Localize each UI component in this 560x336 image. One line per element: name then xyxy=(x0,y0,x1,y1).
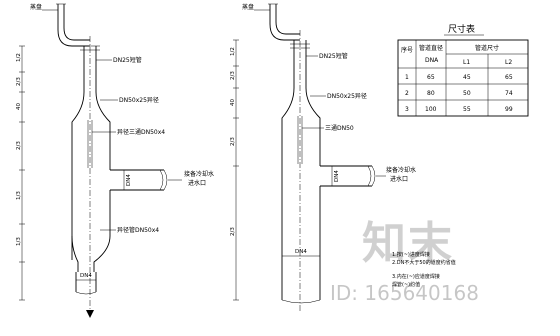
left-bottom-reducer-label: 异径管DN50x4 xyxy=(117,226,159,234)
table-cell-l2: 74 xyxy=(505,90,513,97)
table-cell-l1: 55 xyxy=(463,106,471,113)
table-cell-dn: 100 xyxy=(425,106,437,113)
left-dim-4: 2/3 xyxy=(16,141,22,150)
left-tee-label: 异径三通DN50x4 xyxy=(117,128,165,136)
table-header-dn-sub: DNA xyxy=(425,57,439,64)
right-dim-4: 2/3 xyxy=(230,137,236,146)
left-side-dim: DN4 xyxy=(126,174,132,186)
table-cell-l2: 99 xyxy=(505,106,513,113)
right-bottom-dim: DN4 xyxy=(295,249,307,255)
table-header-no: 序号 xyxy=(401,46,413,54)
left-reducer-label: DN50x25异径 xyxy=(119,96,159,104)
right-assembly: 1/2 2/3 40 2/3 2/3 DN4 DN4 蒸盘 DN25短管 DN5… xyxy=(230,3,456,312)
right-pipe-label: DN25短管 xyxy=(319,52,348,60)
right-note-4: 焊管(~)约值 xyxy=(392,281,420,288)
right-top-label: 蒸盘 xyxy=(242,3,254,11)
left-assembly: 1/2 2/3 40 2/3 1/3 1/3 DN4 DN4 蒸盘 DN25短管… xyxy=(16,3,214,318)
left-dim-3: 40 xyxy=(16,103,22,110)
table-header-l2: L2 xyxy=(505,59,512,66)
right-side-dim: DN4 xyxy=(334,170,340,182)
right-dim-3: 40 xyxy=(230,99,236,106)
size-table: 尺寸表 序号 管道直径 DNA 管道尺寸 L1 L2 1 65 45 65 2 … xyxy=(397,23,529,117)
left-bottom-dim: DN4 xyxy=(80,273,92,279)
table-cell-l1: 50 xyxy=(463,90,471,97)
table-cell-dn: 80 xyxy=(427,90,435,97)
left-goose-pipe-outer xyxy=(57,4,90,47)
table-header-size: 管道尺寸 xyxy=(475,44,499,52)
left-top-label: 蒸盘 xyxy=(30,3,42,11)
table-cell-l1: 45 xyxy=(463,74,471,81)
right-note-2: 2.DN不大于50的道度约省值 xyxy=(392,259,456,266)
table-row: 1 65 45 65 xyxy=(405,74,513,81)
left-dim-6: 1/3 xyxy=(16,237,22,246)
table-title: 尺寸表 xyxy=(448,23,475,35)
right-reducer-label: DN50x25异径 xyxy=(327,92,367,100)
right-dim-2: 2/3 xyxy=(230,71,236,80)
watermark-id: ID: 165640168 xyxy=(330,281,479,305)
table-row: 3 100 55 99 xyxy=(405,106,513,113)
right-dim-5: 2/3 xyxy=(230,227,236,236)
right-dim-1: 1/2 xyxy=(230,47,236,56)
table-cell-no: 1 xyxy=(405,74,409,81)
table-cell-no: 2 xyxy=(405,90,409,97)
right-tee-label: 三通DN50 xyxy=(325,124,354,132)
left-side-outlet-label-1: 接备冷却水 xyxy=(184,170,214,178)
right-note-3: 3.内在(~)应道度焊接 xyxy=(392,273,440,280)
table-header-l1: L1 xyxy=(463,59,470,66)
left-dim-2: 2/3 xyxy=(16,77,22,86)
table-cell-dn: 65 xyxy=(427,74,435,81)
table-cell-l2: 65 xyxy=(505,74,513,81)
watermark-brand: 知末 xyxy=(362,218,454,269)
table-row: 2 80 50 74 xyxy=(405,90,513,97)
right-side-outlet-label-2: 进水口 xyxy=(390,175,408,183)
left-dim-1: 1/2 xyxy=(16,53,22,62)
watermark: 知末 ID: 165640168 xyxy=(330,218,479,305)
right-side-outlet-label-1: 接备冷却水 xyxy=(386,166,416,174)
table-cell-no: 3 xyxy=(405,106,409,113)
table-header-dn: 管道直径 xyxy=(419,44,443,52)
left-goose-pipe-inner xyxy=(63,4,90,41)
right-note-1: 1.按(~)进度焊接 xyxy=(392,251,430,258)
left-dim-5: 1/3 xyxy=(16,191,22,200)
left-pipe-label: DN25短管 xyxy=(113,56,142,64)
left-side-outlet-label-2: 进水口 xyxy=(188,179,206,187)
